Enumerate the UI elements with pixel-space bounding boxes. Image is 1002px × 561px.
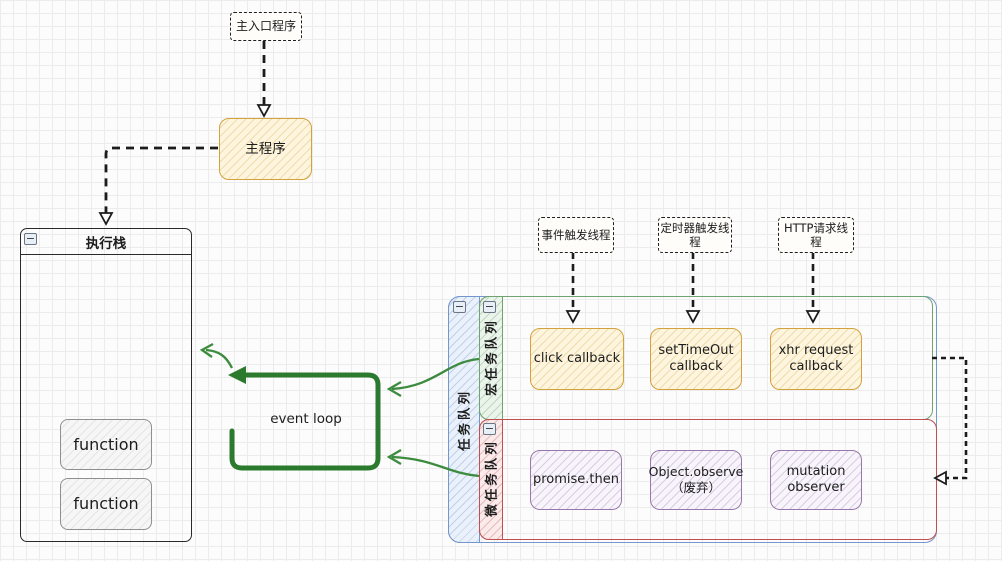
settimeout-callback-node[interactable]: setTimeOut callback: [650, 328, 742, 390]
xhr-callback-node[interactable]: xhr request callback: [770, 328, 862, 390]
click-callback-node[interactable]: click callback: [530, 328, 624, 390]
mutation-observer-node[interactable]: mutation observer: [770, 450, 862, 510]
entry-program-node[interactable]: 主入口程序: [230, 12, 302, 41]
http-request-thread-node[interactable]: HTTP请求线程: [778, 217, 854, 253]
macro-queue-strip[interactable]: [479, 296, 503, 420]
execution-stack-title: 执行栈: [85, 235, 127, 252]
main-program-node[interactable]: 主程序: [219, 118, 312, 180]
promise-then-label: promise.then: [532, 471, 620, 487]
arrow-loop-to-stack: [205, 348, 234, 369]
event-trigger-thread-label: 事件触发线程: [541, 227, 611, 242]
event-loop-ring-arrowhead: [228, 366, 246, 384]
collapse-icon[interactable]: −: [483, 300, 496, 313]
arrowhead-main-to-stack: [98, 212, 114, 226]
arrowhead-micro-to-loop: [386, 449, 402, 465]
arrowhead-entry-to-main: [256, 104, 272, 118]
http-request-thread-label: HTTP请求线程: [784, 220, 848, 249]
entry-program-label: 主入口程序: [235, 19, 296, 33]
click-callback-label: click callback: [533, 350, 621, 366]
micro-queue-label: 微任务队列: [483, 439, 499, 517]
event-loop-label: event loop: [270, 411, 342, 427]
event-trigger-thread-node[interactable]: 事件触发线程: [538, 217, 614, 253]
arrowhead-macro-to-loop: [386, 381, 402, 397]
xhr-callback-label: xhr request callback: [778, 342, 854, 374]
main-program-label: 主程序: [245, 140, 286, 157]
task-queue-strip[interactable]: [448, 296, 480, 543]
object-observe-label: Object.observe （废弃）: [648, 464, 744, 495]
collapse-icon[interactable]: −: [453, 300, 466, 313]
arrow-main-to-stack: [104, 146, 218, 216]
stack-frame-label: function: [73, 494, 139, 513]
timer-trigger-thread-node[interactable]: 定时器触发线程: [658, 217, 732, 253]
execution-stack-header: 执行栈: [21, 229, 191, 255]
mutation-observer-label: mutation observer: [786, 463, 846, 495]
stack-frame-function-2[interactable]: function: [60, 478, 152, 530]
arrow-macro-to-micro: [932, 356, 968, 480]
settimeout-callback-label: setTimeOut callback: [658, 342, 734, 374]
task-queue-label: 任务队列: [456, 388, 472, 452]
arrowhead-loop-to-stack: [199, 342, 214, 358]
stack-frame-label: function: [73, 434, 139, 454]
promise-then-node[interactable]: promise.then: [530, 450, 622, 510]
object-observe-node[interactable]: Object.observe （废弃）: [648, 450, 744, 510]
collapse-icon[interactable]: −: [24, 232, 37, 245]
collapse-icon[interactable]: −: [483, 422, 496, 435]
micro-queue-strip[interactable]: [479, 419, 503, 540]
macro-queue-label: 宏任务队列: [483, 318, 499, 396]
execution-stack-container[interactable]: 执行栈: [20, 228, 192, 542]
stack-frame-function-1[interactable]: function: [60, 419, 152, 470]
timer-trigger-thread-label: 定时器触发线程: [660, 220, 730, 249]
